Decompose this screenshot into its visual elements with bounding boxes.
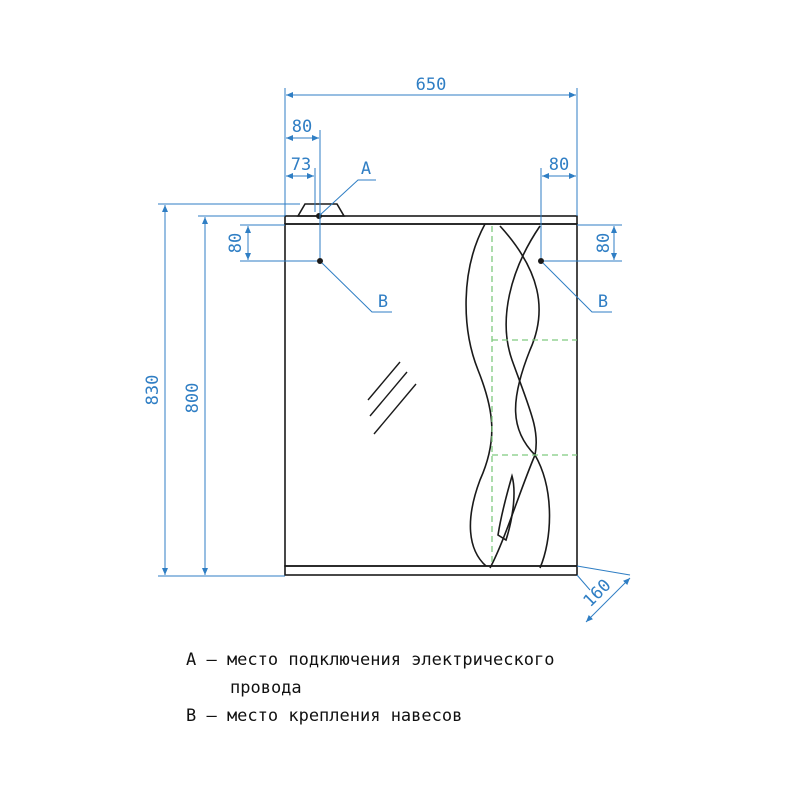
dim-label-830: 830 — [143, 375, 163, 406]
legend-line-a-cont: провода — [230, 678, 302, 698]
dim-label-80-right: 80 — [549, 155, 569, 175]
dim-label-80-vert-left: 80 — [226, 233, 246, 253]
cabinet-outline — [284, 203, 578, 576]
dim-label-160: 160 — [580, 576, 616, 612]
door-handle — [497, 473, 515, 542]
mirror-reflection — [367, 361, 417, 435]
dim-label-650: 650 — [416, 75, 447, 95]
dim-label-73: 73 — [291, 155, 311, 175]
legend-line-a: А – место подключения электрического — [186, 650, 555, 670]
top-panel — [284, 215, 578, 225]
door-curve-1 — [499, 225, 551, 569]
dim-line-160 — [585, 577, 631, 623]
leader-b-right — [542, 262, 612, 313]
legend: А – место подключения электрического про… — [186, 646, 554, 730]
leader-a — [319, 179, 376, 216]
hidden-shelves — [491, 226, 577, 566]
callout-b-right: B — [598, 292, 608, 312]
leader-b-left — [321, 262, 392, 313]
callout-a: A — [361, 159, 371, 179]
legend-line-b: В – место крепления навесов — [186, 706, 463, 726]
dim-label-80-left: 80 — [292, 117, 312, 137]
cabinet-body — [284, 223, 578, 567]
callout-b-left: B — [378, 292, 388, 312]
plug-box — [296, 203, 346, 217]
dim-label-80-vert-right: 80 — [594, 233, 614, 253]
bottom-panel — [284, 565, 578, 576]
mount-point-left — [317, 258, 323, 264]
dim-label-800: 800 — [183, 383, 203, 414]
mount-point-right — [538, 258, 544, 264]
door-wave-left — [465, 223, 493, 567]
